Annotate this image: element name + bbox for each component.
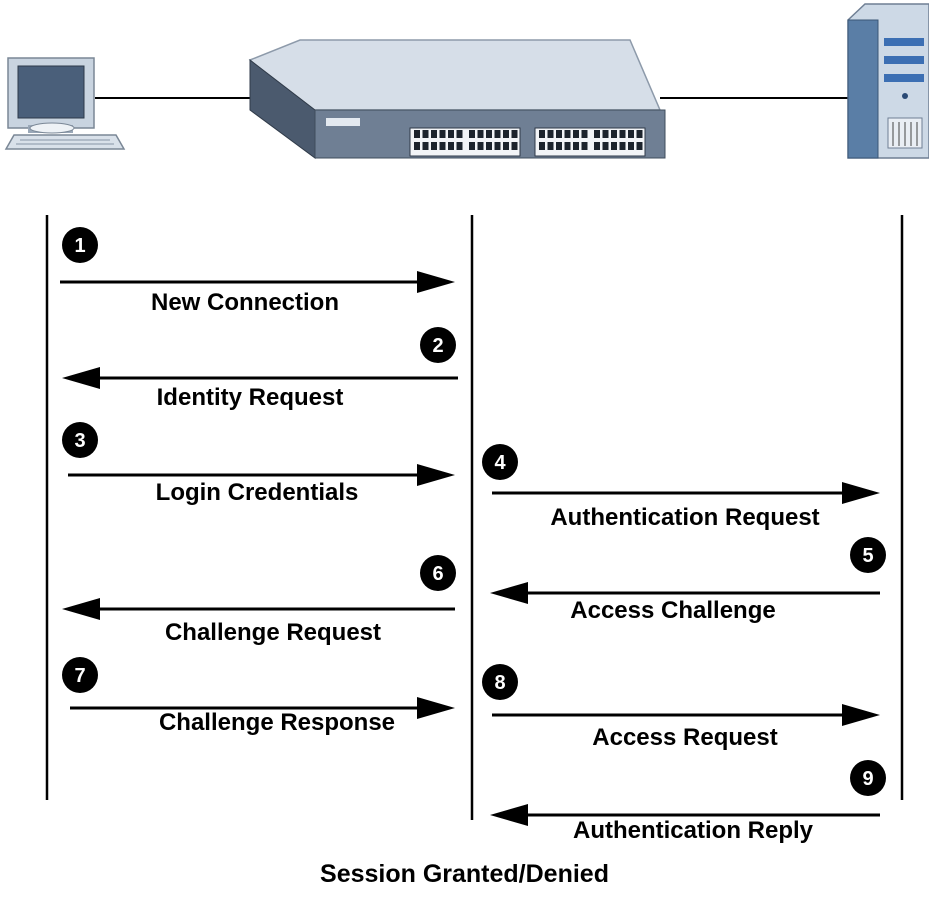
message-label: New Connection (151, 289, 339, 316)
arrowhead (842, 704, 880, 726)
message-label: Challenge Response (159, 709, 395, 736)
arrowhead (62, 367, 100, 389)
message-label: Authentication Reply (573, 817, 814, 844)
step-number: 6 (432, 563, 443, 585)
step-number-badge (420, 555, 456, 591)
message-label: Login Credentials (156, 479, 359, 506)
session-result-label: Session Granted/Denied (320, 860, 609, 888)
arrowhead (417, 464, 455, 486)
step-number-badge (482, 444, 518, 480)
step-number: 2 (432, 335, 443, 357)
arrowhead (490, 582, 528, 604)
message-label: Access Challenge (570, 597, 775, 624)
message-label: Authentication Request (550, 504, 819, 531)
switch-ports (414, 130, 643, 150)
arrowhead (417, 697, 455, 719)
step-number: 8 (494, 672, 505, 694)
client-computer-icon (4, 57, 126, 150)
step-number: 4 (494, 452, 506, 474)
switch-icon (248, 39, 666, 159)
step-number: 3 (74, 430, 85, 452)
step-number: 9 (862, 768, 873, 790)
message-label: Access Request (592, 724, 777, 751)
step-number-badge (482, 664, 518, 700)
step-number-badge (62, 422, 98, 458)
message-label: Identity Request (157, 384, 344, 411)
step-number-badge (850, 537, 886, 573)
step-number-badge (850, 760, 886, 796)
authentication-server-icon (847, 3, 929, 159)
message-label: Challenge Request (165, 619, 381, 646)
arrowhead (417, 271, 455, 293)
step-number: 7 (74, 665, 85, 687)
step-number: 1 (74, 235, 85, 257)
step-number: 5 (862, 545, 873, 567)
arrowhead (842, 482, 880, 504)
arrowhead (62, 598, 100, 620)
step-number-badge (62, 657, 98, 693)
step-number-badge (420, 327, 456, 363)
arrowhead (490, 804, 528, 826)
step-number-badge (62, 227, 98, 263)
